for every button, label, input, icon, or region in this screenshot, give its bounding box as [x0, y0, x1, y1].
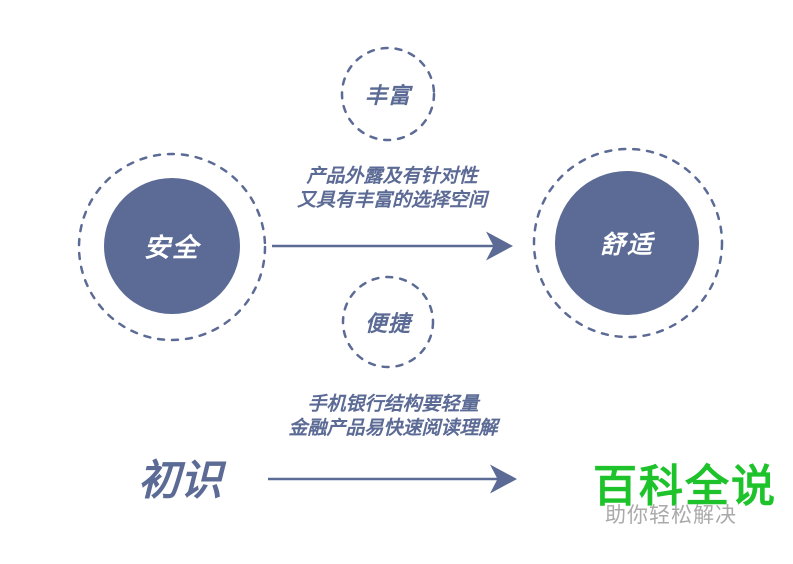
- main-arrow-head-icon: [486, 231, 513, 261]
- top-bubble-label: 丰富: [364, 83, 412, 108]
- left-node-circle: [104, 178, 240, 314]
- footer-arrow: [268, 464, 517, 494]
- main-arrow: [272, 231, 513, 261]
- footer-arrow-head-icon: [490, 464, 517, 494]
- brand-tagline: 助你轻松解决: [605, 504, 737, 527]
- brand-title: 百科全说: [593, 462, 777, 511]
- lower-caption-line1: 手机银行结构要轻量: [307, 394, 479, 415]
- left-node-ring: [77, 152, 267, 342]
- right-node-ring: [532, 147, 724, 339]
- right-node-circle: [555, 171, 699, 315]
- right-node-label: 舒适: [599, 231, 655, 259]
- upper-caption: 产品外露及有针对性 又具有丰富的选择空间: [297, 165, 487, 213]
- lower-caption: 手机银行结构要轻量 金融产品易快速阅读理解: [288, 393, 497, 441]
- footer-left-label: 初识: [137, 456, 223, 504]
- lower-caption-line2: 金融产品易快速阅读理解: [288, 418, 498, 439]
- middle-bubble-ring: [341, 275, 435, 369]
- left-node-label: 安全: [143, 232, 201, 263]
- upper-caption-line1: 产品外露及有针对性: [306, 166, 478, 187]
- top-bubble-ring: [340, 46, 436, 142]
- upper-caption-line2: 又具有丰富的选择空间: [296, 190, 488, 211]
- middle-bubble-label: 便捷: [364, 311, 412, 336]
